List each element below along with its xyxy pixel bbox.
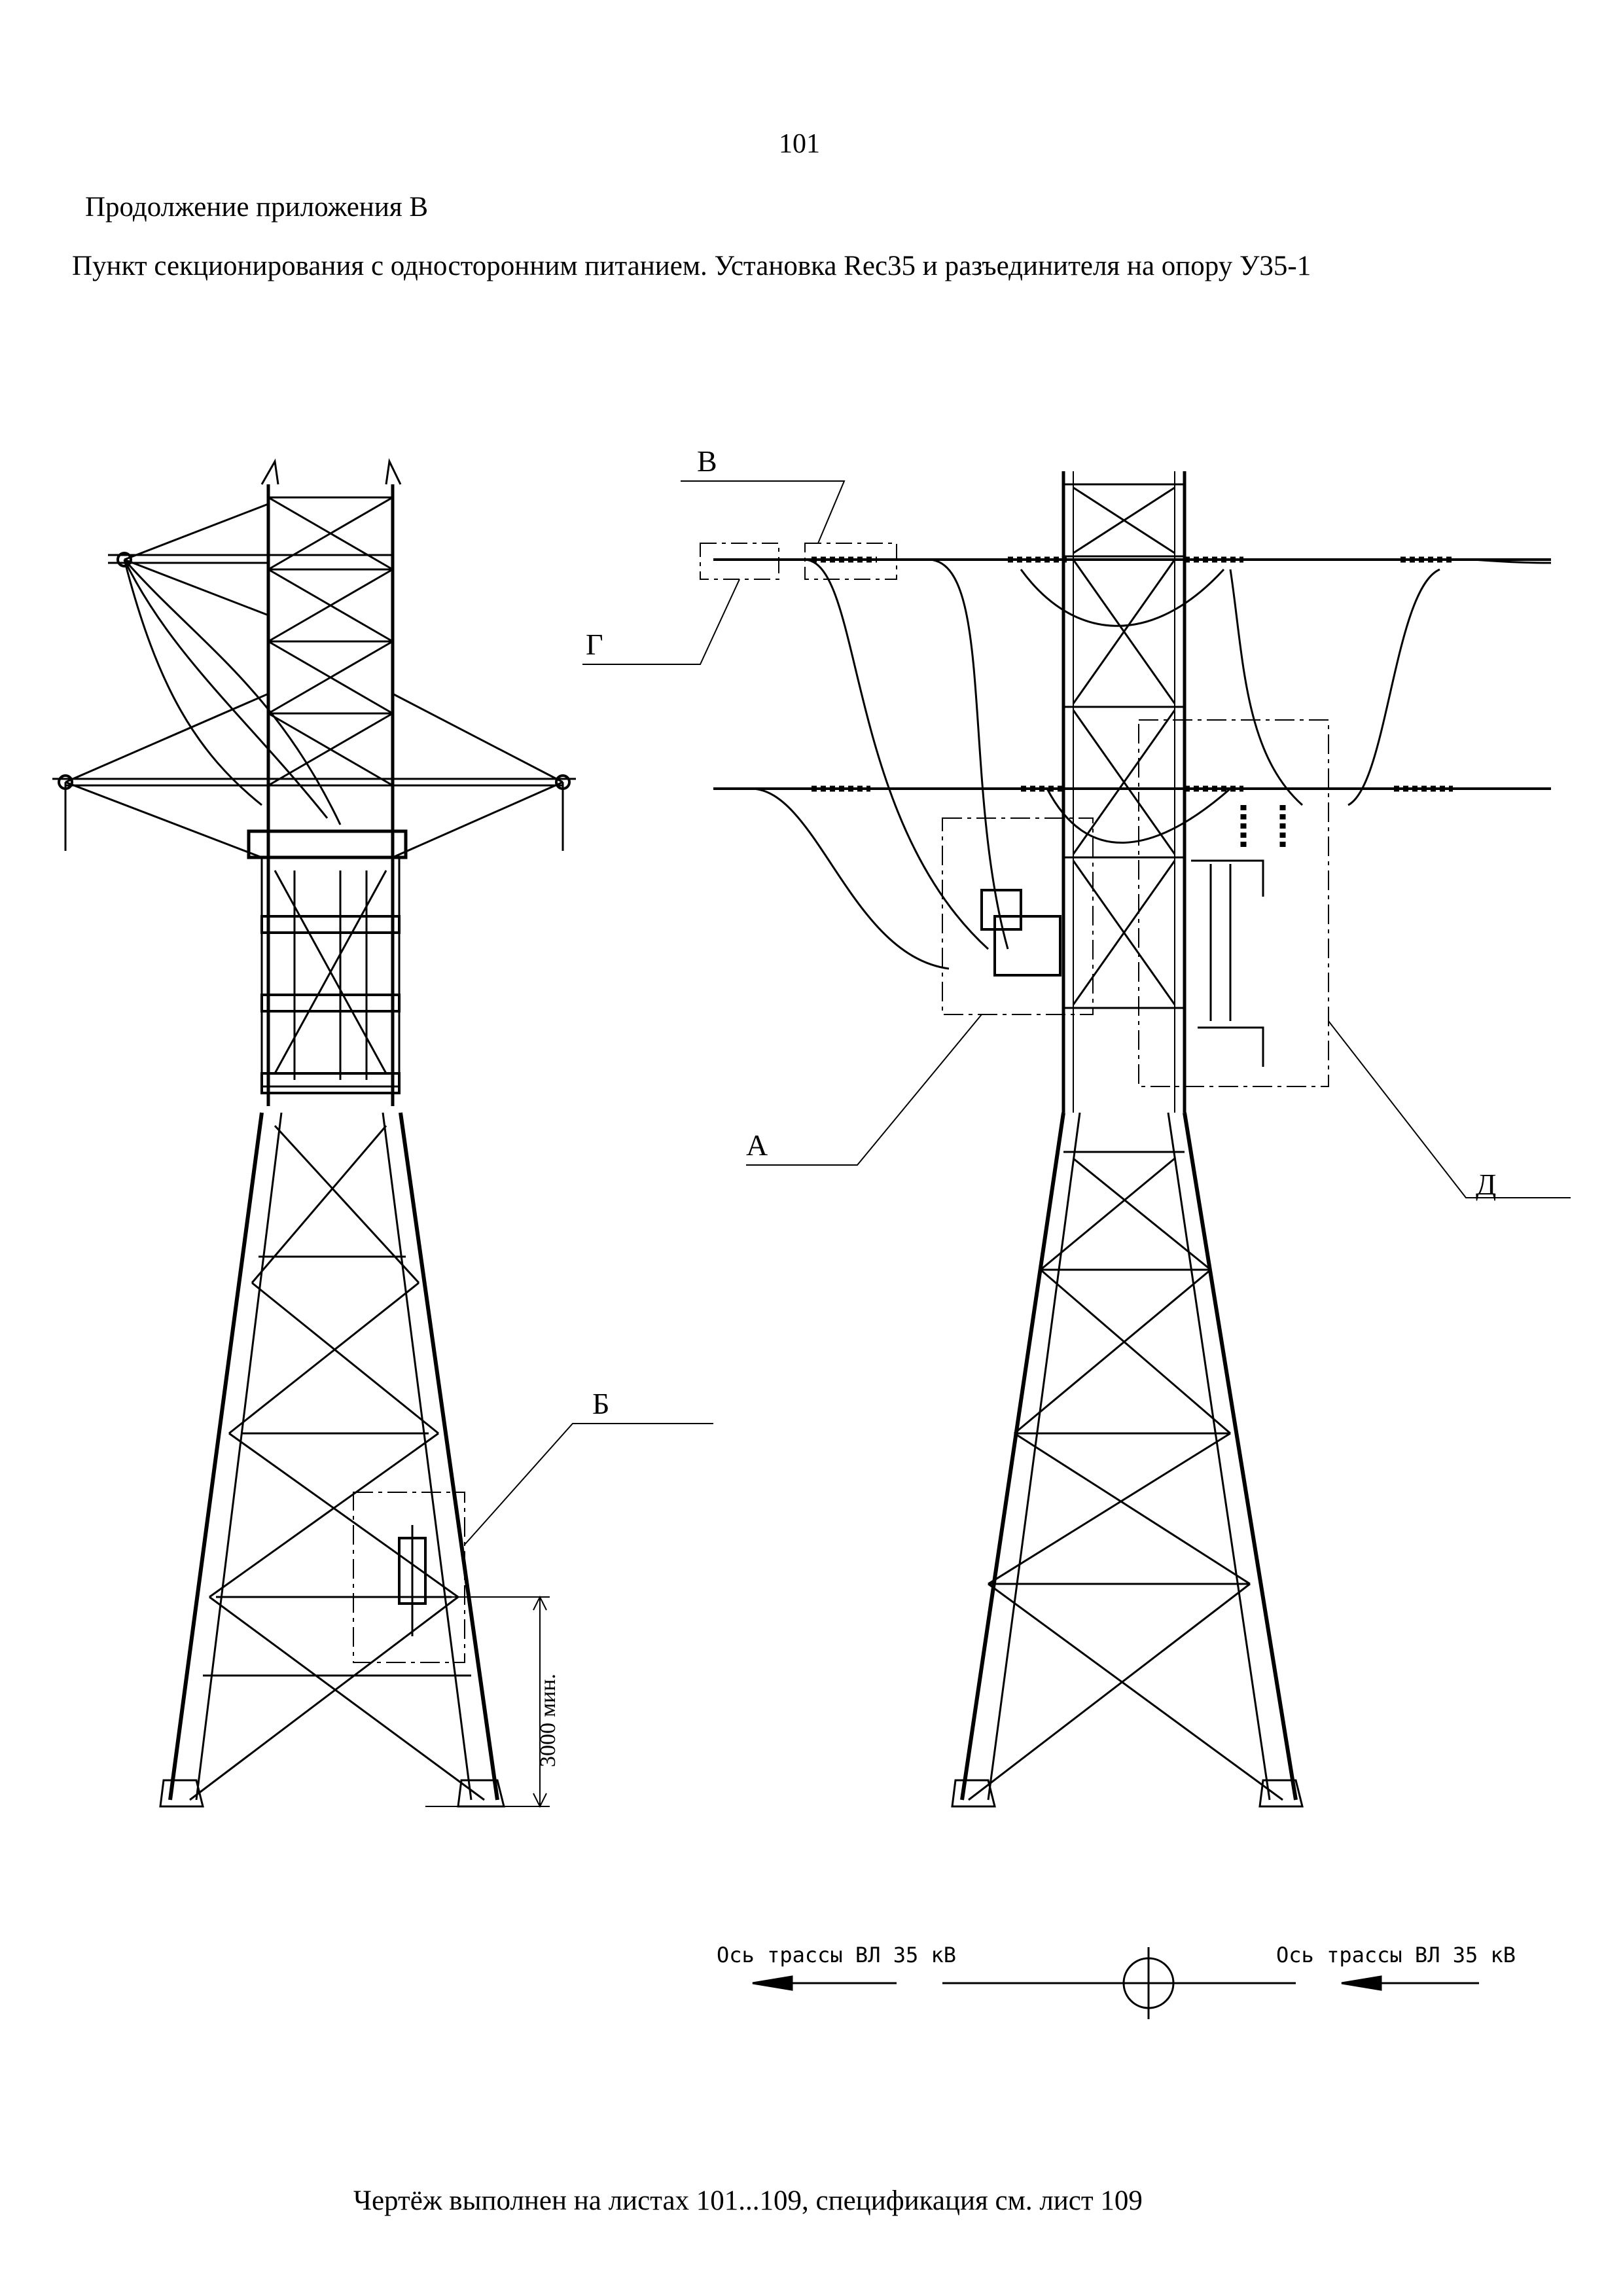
left-tower (52, 457, 576, 1808)
label-v: В (697, 444, 717, 478)
axis-label-right: Ось трассы ВЛ 35 кВ (1276, 1943, 1516, 1967)
appendix-heading: Продолжение приложения В (85, 192, 429, 223)
axis-label-left: Ось трассы ВЛ 35 кВ (717, 1943, 956, 1967)
detail-callouts (582, 480, 1571, 1198)
route-axis (752, 1947, 1479, 2019)
label-g: Г (586, 628, 603, 661)
footer-note: Чертёж выполнен на листах 101...109, спе… (353, 2185, 1143, 2216)
label-d: Д (1476, 1168, 1496, 1201)
label-a: А (746, 1128, 768, 1162)
dimension-label: 3000 мин. (536, 1674, 560, 1767)
label-b: Б (592, 1387, 609, 1420)
dimension-line (425, 1595, 550, 1808)
page-number: 101 (779, 129, 820, 159)
right-tower (713, 471, 1552, 1808)
detail-b-callout (353, 1423, 713, 1663)
drawing-title: Пункт секционирования с односторонним пи… (72, 251, 1311, 281)
